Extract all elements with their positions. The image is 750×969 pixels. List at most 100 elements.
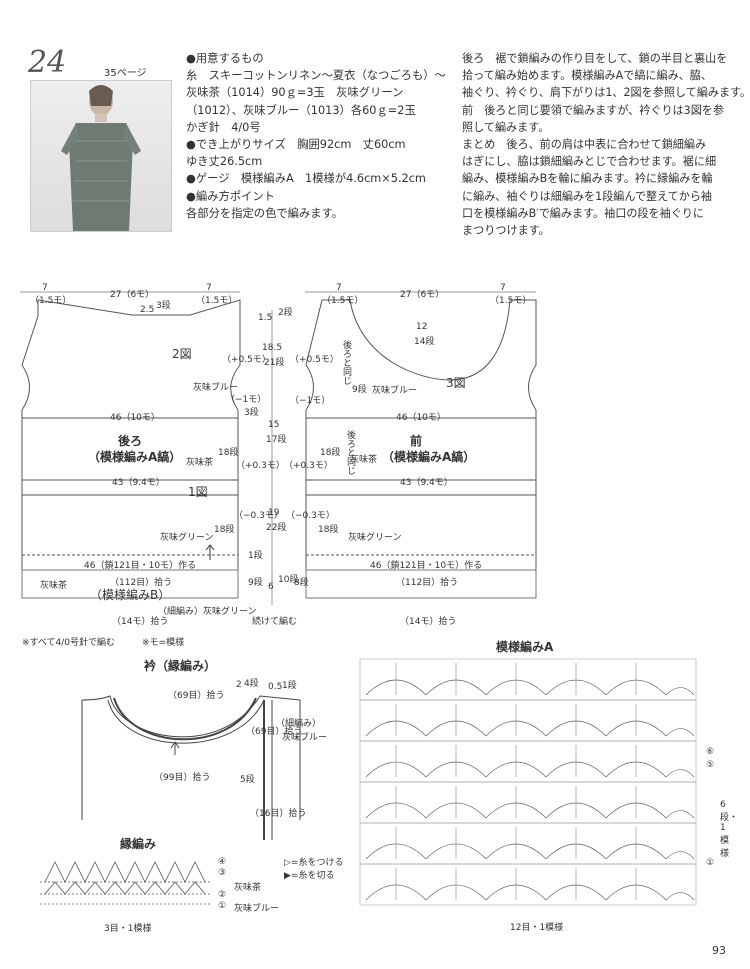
instruction-line: まつりつけます。 bbox=[462, 224, 550, 238]
back-pick14: （14モ）拾う bbox=[112, 617, 169, 627]
continue-label: 続けて編む bbox=[252, 617, 298, 627]
collar-r1: 1段 bbox=[282, 681, 297, 691]
front-inc-b: （+0.3モ） bbox=[284, 461, 333, 471]
dim-10r: 10段 bbox=[278, 575, 299, 585]
page-number: 93 bbox=[712, 944, 726, 957]
back-inc-a: （+0.5モ） bbox=[222, 355, 271, 365]
front-title: 前 bbox=[410, 434, 423, 448]
instruction-line: 袖ぐり、衿ぐり、肩下がりは1、2図を参照して編みます。 bbox=[462, 86, 750, 100]
edging-attach: ▷=糸をつける bbox=[284, 858, 344, 868]
fig1-label: 1図 bbox=[188, 485, 208, 499]
materials-line: ●でき上がりサイズ 胸囲92cm 丈60cm bbox=[186, 138, 406, 152]
back-pick: （112目）拾う bbox=[110, 578, 173, 588]
collar-pick99: （99目）拾う bbox=[154, 773, 211, 783]
front-top-left-sub: （1.5モ） bbox=[322, 296, 364, 306]
collar-pick16: （16目）拾う bbox=[250, 809, 307, 819]
back-color-green: 灰味グリーン bbox=[160, 533, 214, 543]
patternA-repeat: 12目・1模様 bbox=[510, 923, 564, 933]
back-r18: 18段 bbox=[218, 448, 239, 458]
front-same-back2: 後ろと同じ bbox=[345, 430, 355, 475]
patternA-r6: ⑥ bbox=[706, 747, 715, 757]
dim-2r: 2段 bbox=[278, 308, 293, 318]
dim-1r: 1段 bbox=[248, 551, 263, 561]
materials-line: 糸 スキーコットンリネン～夏衣（なつごろも）～ bbox=[186, 69, 446, 83]
edging-row2: ② bbox=[218, 890, 227, 900]
instruction-line: 編み、模様編みBを輪に編みます。衿に縁編みを輪 bbox=[462, 172, 713, 186]
back-top-right-sub: （1.5モ） bbox=[196, 296, 238, 306]
back-inc-b: （+0.3モ） bbox=[236, 461, 285, 471]
back-color-tea: 灰味茶 bbox=[186, 458, 214, 468]
edging-row3: ③ bbox=[218, 868, 227, 878]
patternA-r5: ⑤ bbox=[706, 760, 715, 770]
patternA-rows: 6段・1模様 bbox=[720, 800, 739, 859]
collar-pick69b: （69目）拾う bbox=[246, 727, 303, 737]
instruction-line: まとめ 後ろ、前の肩は中表に合わせて鎖細編み bbox=[462, 138, 707, 152]
dim-22r: 22段 bbox=[266, 523, 287, 533]
front-same-back: 後ろと同じ bbox=[341, 340, 351, 385]
edging-row1: ① bbox=[218, 901, 227, 911]
pattern-number: 24 bbox=[28, 45, 67, 80]
back-hem: 46（鎖121目・10モ）作る bbox=[84, 561, 197, 571]
front-neck-rows: 14段 bbox=[414, 337, 435, 347]
instruction-line: 拾って編み始めます。模様編みAで縞に編み、脇、 bbox=[462, 69, 712, 83]
instructions-block: 後ろ 裾で鎖編みの作り目をして、鎖の半目と裏山を 拾って編み始めます。模様編みA… bbox=[462, 50, 750, 239]
collar-r05: 0.5 bbox=[268, 682, 283, 692]
back-top-right: 7 bbox=[206, 283, 212, 293]
front-color-blue: 灰味ブルー bbox=[372, 386, 418, 396]
fig2-label: 2図 bbox=[172, 347, 192, 361]
collar-edge: （細編み） bbox=[276, 719, 322, 729]
edging-blue: 灰味ブルー bbox=[234, 904, 280, 914]
back-top-mid: 27（6モ） bbox=[110, 290, 155, 300]
edging-tea: 灰味茶 bbox=[234, 883, 262, 893]
materials-line: 灰味茶（1014）90ｇ=3玉 灰味グリーン bbox=[186, 86, 404, 100]
back-dec-b: （−0.3モ） bbox=[234, 511, 283, 521]
page-reference: 35ページ bbox=[104, 68, 147, 79]
edging-chart bbox=[40, 861, 210, 905]
collar-diagram bbox=[81, 695, 301, 840]
back-top-left: 7 bbox=[42, 283, 48, 293]
back-w46: 46（10モ） bbox=[110, 413, 160, 423]
instruction-line: 後ろ 裾で鎖編みの作り目をして、鎖の半目と裏山を bbox=[462, 52, 728, 65]
dim-8r: 8段 bbox=[294, 578, 309, 588]
instruction-line: 前 後ろと同じ要領で編みますが、衿ぐりは3図を参 bbox=[462, 103, 724, 117]
dim-9r: 9段 bbox=[248, 578, 263, 588]
edging-cut: ▶=糸を切る bbox=[284, 871, 335, 881]
dim-17r: 17段 bbox=[266, 435, 287, 445]
fig3-label: 3図 bbox=[446, 376, 466, 390]
materials-line: 各部分を指定の色で編みます。 bbox=[186, 206, 344, 220]
back-neck: 2.5 bbox=[140, 305, 155, 315]
front-w43: 43（9.4モ） bbox=[400, 478, 453, 488]
back-top-left-sub: （1.5モ） bbox=[30, 296, 72, 306]
dim-19: 19 bbox=[268, 508, 280, 518]
note-needle: ※すべて4/0号針で編む bbox=[22, 638, 116, 648]
collar-r4: 4段 bbox=[244, 679, 259, 689]
instruction-line: 照して編みます。 bbox=[462, 120, 550, 134]
back-tea-hem: 灰味茶 bbox=[40, 581, 68, 591]
dim-21r: 21段 bbox=[264, 358, 285, 368]
note-mo: ※モ=模様 bbox=[142, 638, 185, 648]
edging-repeat: 3目・1模様 bbox=[104, 924, 152, 934]
front-subtitle: （模様編みA縞） bbox=[382, 450, 476, 464]
materials-block: ●用意するもの 糸 スキーコットンリネン～夏衣（なつごろも）～ 灰味茶（1014… bbox=[186, 50, 446, 222]
back-title: 後ろ bbox=[118, 434, 143, 448]
front-r18: 18段 bbox=[320, 448, 341, 458]
back-color-blue: 灰味ブルー bbox=[193, 383, 239, 393]
model-photo bbox=[30, 80, 172, 232]
front-pick: （112目）拾う bbox=[396, 578, 459, 588]
back-outline bbox=[21, 299, 241, 571]
front-pick14: （14モ）拾う bbox=[400, 617, 457, 627]
instruction-line: 口を模様編みB′で編みます。袖口の段を袖ぐりに bbox=[462, 206, 704, 220]
edging-row4: ④ bbox=[218, 857, 227, 867]
instruction-line: に編み、袖ぐりは細編みを1段編んで整えてから袖 bbox=[462, 189, 713, 203]
garment-schematic bbox=[20, 291, 537, 605]
front-top-right-sub: （1.5モ） bbox=[490, 296, 532, 306]
back-r3: 3段 bbox=[244, 408, 259, 418]
materials-line: ●ゲージ 模様編みA 1模様が4.6cm×5.2cm bbox=[186, 172, 426, 186]
dim-15: 15 bbox=[268, 420, 280, 430]
front-dec-a: （−1モ） bbox=[290, 396, 331, 406]
collar-title: 衿（縁編み） bbox=[144, 659, 217, 673]
edging-title: 縁編み bbox=[120, 837, 157, 851]
patternA-chart bbox=[359, 658, 697, 906]
dim-18-5: 18.5 bbox=[262, 343, 283, 353]
materials-line: ●編み方ポイント bbox=[186, 189, 275, 203]
